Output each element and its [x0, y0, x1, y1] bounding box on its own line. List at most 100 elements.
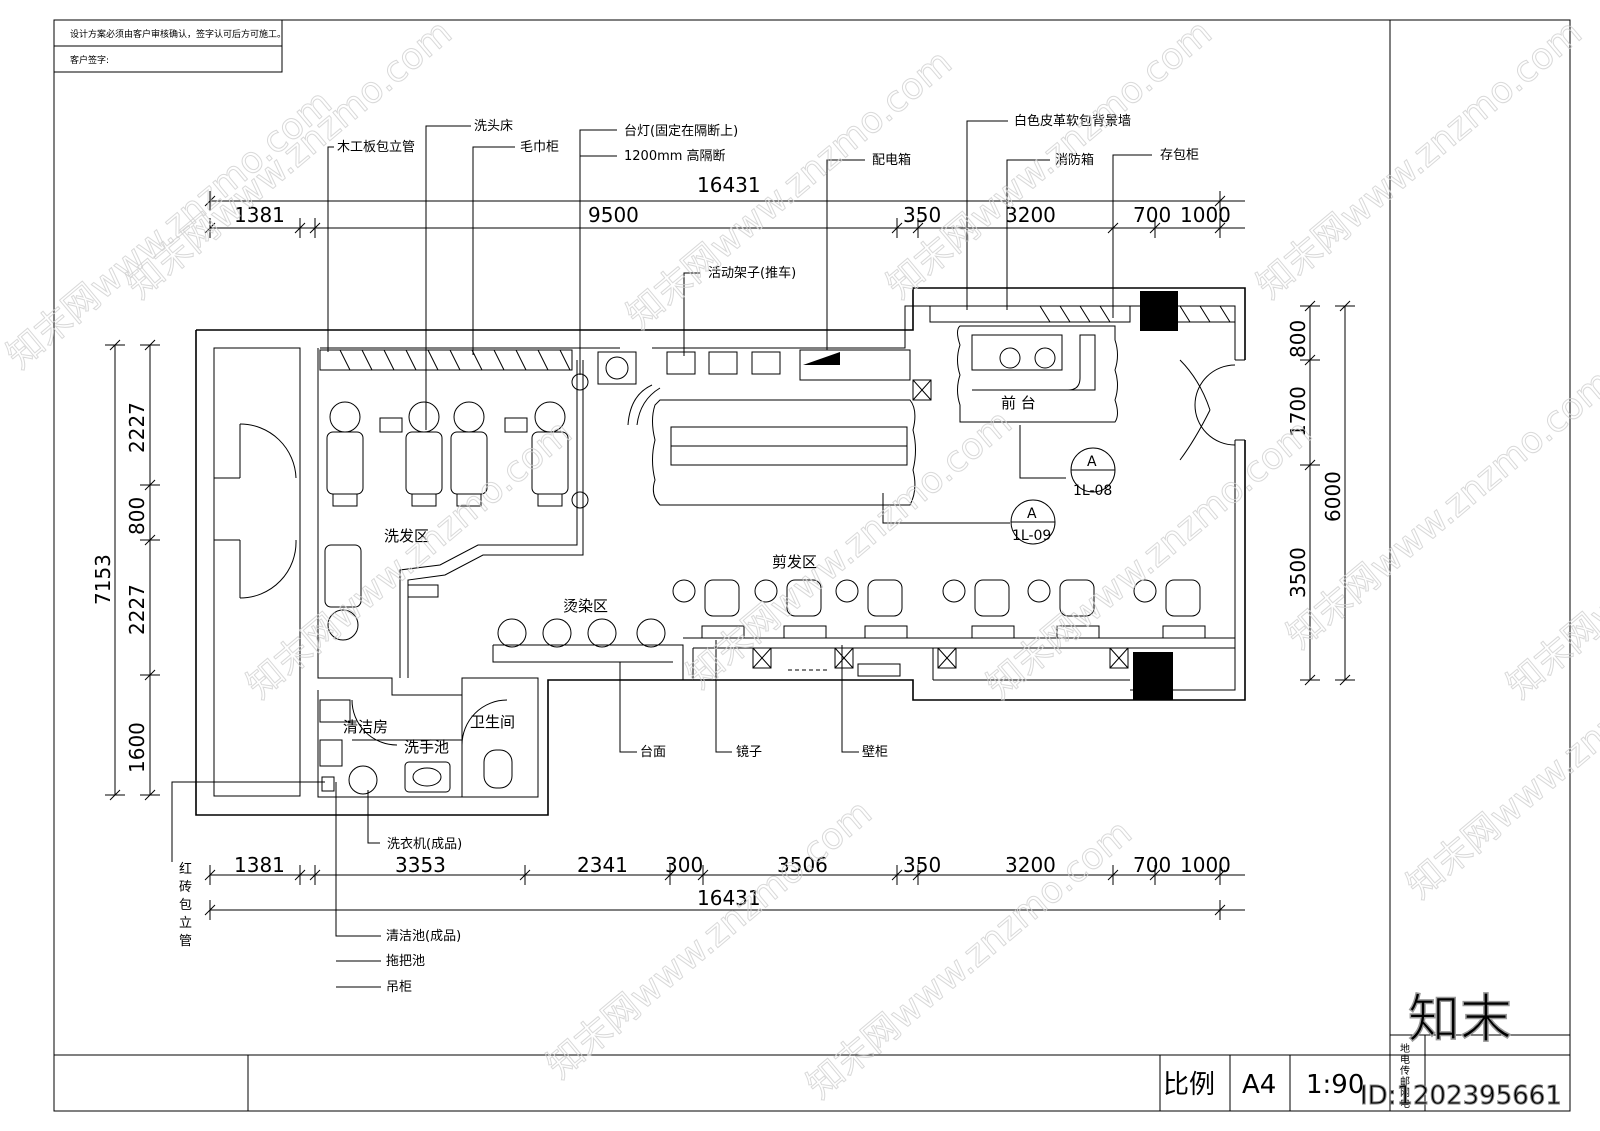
- label-wall-cabinet: 壁柜: [862, 745, 888, 760]
- dim-bottom: 1381: [234, 853, 285, 877]
- island-table: [652, 399, 916, 506]
- walls: [195, 287, 1246, 816]
- watermark-text: 知末网www.znzmo.com: [1249, 12, 1589, 307]
- label-clean-sink: 清洁池(成品): [386, 929, 461, 944]
- label-power-box: 配电箱: [872, 152, 911, 168]
- dim-left: 1600: [125, 722, 149, 773]
- contact-rows: 地 电 传 邮 网 电: [1400, 1042, 1410, 1110]
- locker-block: [1140, 291, 1178, 331]
- dim-bottom: 2341: [577, 853, 628, 877]
- wash-bed: [326, 401, 364, 507]
- dim-left: 800: [125, 497, 149, 535]
- label-locker: 存包柜: [1160, 148, 1199, 163]
- dim-bottom: 3353: [395, 853, 446, 877]
- service-rooms: [319, 695, 513, 797]
- label-fire-box: 消防箱: [1055, 152, 1094, 168]
- label-wash-area: 洗发区: [384, 527, 429, 545]
- wall-column-block: [1133, 652, 1173, 700]
- leader-lines: [171, 120, 1152, 988]
- approval-note: 设计方案必须由客户审核确认，签字认可后方可施工。: [70, 28, 286, 40]
- cut-chairs: [672, 579, 1206, 677]
- contact-row-label: 传: [1400, 1065, 1410, 1077]
- watermark-text: 知末网www.znzmo.com: [539, 792, 879, 1087]
- brick-pipe-char: 立: [179, 916, 192, 931]
- dim-right: 3500: [1286, 547, 1310, 598]
- paper-size: A4: [1242, 1070, 1276, 1100]
- label-towel-cabinet: 毛巾柜: [520, 140, 559, 155]
- watermark-text: 知末网www.znzmo.com: [0, 82, 340, 377]
- front-desk: [957, 325, 1118, 423]
- section-b-letter: A: [1027, 506, 1037, 522]
- wash-bed: [324, 544, 362, 641]
- dim-top: 1000: [1180, 203, 1231, 227]
- label-toilet: 卫生间: [470, 713, 515, 731]
- brick-pipe-char: 红: [179, 861, 192, 877]
- scale-label: 比例: [1163, 1070, 1215, 1100]
- dim-right: 1700: [1286, 386, 1310, 437]
- client-signature-label: 客户签字:: [70, 54, 109, 66]
- wash-beds: [324, 401, 569, 641]
- wash-bed: [405, 401, 443, 507]
- label-brick-pipe: 红 砖 包 立 管: [179, 861, 192, 949]
- label-washer: 洗衣机(成品): [387, 836, 462, 852]
- contact-row-label: 电: [1400, 1097, 1410, 1110]
- label-desk-lamp: 台灯(固定在隔断上): [624, 124, 738, 139]
- label-mop-sink: 拖把池: [386, 954, 425, 969]
- brick-pipe-char: 砖: [179, 880, 192, 895]
- label-perm-area: 烫染区: [563, 597, 608, 615]
- contact-row-label: 电: [1400, 1053, 1410, 1066]
- dim-top: 3200: [1005, 203, 1056, 227]
- brick-pipe-char: 包: [179, 898, 192, 913]
- section-a-ref: 1L-08: [1073, 483, 1112, 499]
- label-cleaning-room: 清洁房: [343, 718, 388, 736]
- dim-left-total: 7153: [91, 554, 115, 605]
- label-mirror: 镜子: [736, 745, 762, 760]
- label-leather-wall: 白色皮革软包背景墙: [1014, 113, 1131, 129]
- brick-pipe-char: 管: [179, 934, 192, 949]
- label-hanging-cabinet: 吊柜: [386, 980, 412, 995]
- dim-right: 800: [1286, 320, 1310, 358]
- wash-bed: [531, 401, 569, 507]
- dim-top-total: 16431: [697, 173, 761, 197]
- brand-logo: 知末: [1408, 990, 1512, 1050]
- label-wood-pipe: 木工板包立管: [337, 140, 415, 155]
- dim-bottom: 1000: [1180, 853, 1231, 877]
- dim-top: 9500: [588, 203, 639, 227]
- dim-bottom: 3200: [1005, 853, 1056, 877]
- section-b-ref: 1L-09: [1012, 528, 1051, 544]
- perm-chairs: [497, 618, 666, 648]
- dim-bottom-total: 16431: [697, 886, 761, 910]
- label-partition: 1200mm 高隔断: [624, 148, 726, 164]
- scale-value: 1:90: [1306, 1070, 1364, 1100]
- wash-bed: [450, 401, 488, 507]
- label-wash-bed: 洗头床: [474, 119, 513, 134]
- dim-top: 700: [1133, 203, 1171, 227]
- dim-bottom: 3506: [777, 853, 828, 877]
- dim-bottom: 300: [665, 853, 703, 877]
- leather-wall-band: [929, 291, 1236, 700]
- sheet-frame: [53, 19, 1571, 1112]
- dim-left: 2227: [125, 402, 149, 453]
- contact-row-label: 邮: [1400, 1075, 1410, 1088]
- label-hand-basin: 洗手池: [404, 738, 449, 756]
- dim-top: 1381: [234, 203, 285, 227]
- towel-cabinet-band: [319, 349, 573, 371]
- label-cart: 活动架子(推车): [708, 265, 796, 281]
- section-a-letter: A: [1087, 454, 1097, 470]
- dim-left: 2227: [125, 584, 149, 635]
- contact-row-label: 地: [1400, 1042, 1410, 1055]
- watermark-text: 知末网www.znzmo.com: [119, 12, 459, 307]
- cart-units: [571, 349, 932, 509]
- dim-top: 350: [903, 203, 941, 227]
- drawing-id: ID:1202395661: [1360, 1081, 1562, 1111]
- dim-bottom: 700: [1133, 853, 1171, 877]
- dimension-lines: [105, 191, 1355, 920]
- label-cut-area: 剪发区: [772, 553, 817, 571]
- watermark-text: 知末网www.znzmo.com: [799, 812, 1139, 1107]
- dim-bottom: 350: [903, 853, 941, 877]
- label-counter: 台面: [640, 745, 666, 760]
- contact-row-label: 网: [1400, 1087, 1410, 1099]
- dim-right-total: 6000: [1321, 471, 1345, 522]
- label-front-desk: 前 台: [1001, 394, 1036, 412]
